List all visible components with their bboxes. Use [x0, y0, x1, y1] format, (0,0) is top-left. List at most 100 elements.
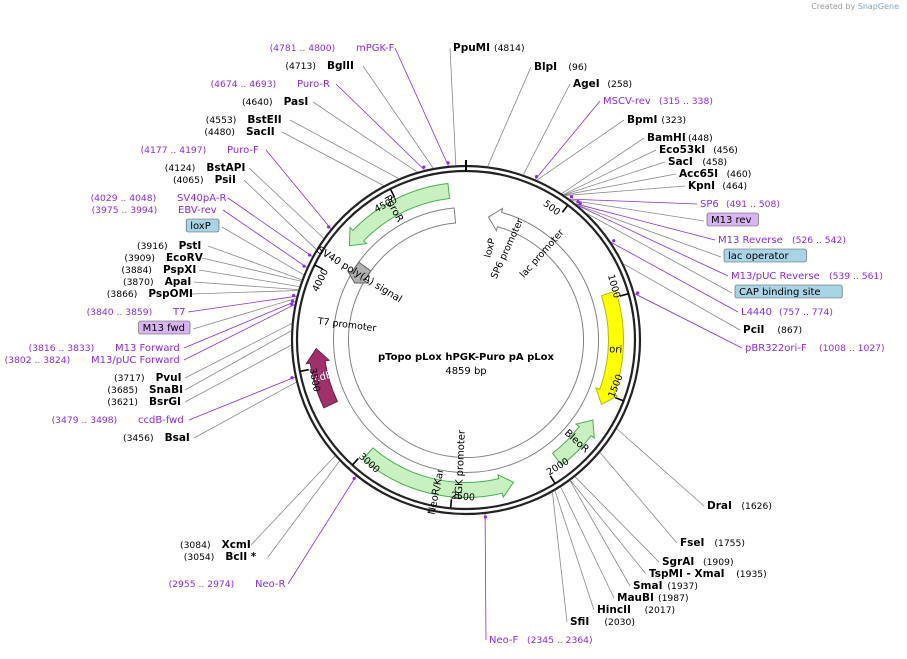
site-puro-r: Puro-R(4674 .. 4693): [211, 79, 330, 90]
site-position: (3456): [123, 433, 154, 444]
site-position: (3916): [137, 241, 168, 252]
site-name: BsrGI: [149, 396, 181, 408]
site-name: PspOMI: [148, 288, 193, 300]
site-position: (1755): [714, 538, 745, 549]
site-name: TspMI - XmaI: [649, 568, 725, 580]
primer-mark: [307, 253, 312, 257]
site-position: (1937): [667, 581, 698, 592]
site-position: (491 .. 508): [726, 199, 780, 210]
site-position: (867): [777, 325, 802, 336]
site-sgrai: SgrAI(1909): [662, 556, 734, 568]
leader-line: [575, 203, 716, 241]
primer-mark: [422, 165, 426, 169]
site-fsei: FseI(1755): [680, 537, 745, 549]
site-position: (3479 .. 3498): [52, 415, 118, 426]
site-position: (4553): [206, 115, 237, 126]
site-eco53ki: Eco53kI(456): [659, 144, 738, 156]
leader-line: [250, 455, 336, 546]
site-name: ApaI: [165, 276, 192, 288]
site-position: (2955 .. 2974): [169, 579, 235, 590]
site-position: (1008 .. 1027): [819, 343, 885, 354]
site-sp6: SP6(491 .. 508): [700, 199, 780, 210]
backbone-ring: [290, 160, 642, 516]
feature-bleor: [551, 419, 595, 466]
site-saci: SacI(458): [668, 156, 727, 168]
primer-mark: [569, 195, 574, 199]
site-position: (757 .. 774): [779, 307, 833, 318]
plasmid-length: 4859 bp: [445, 366, 486, 377]
site-pcii: PciI (867): [743, 324, 802, 336]
site-name: KpnI: [688, 180, 715, 192]
site-hincii: HincII(2017): [597, 604, 675, 616]
site-name: PsiI: [215, 174, 236, 186]
site-name: BpmI: [627, 114, 657, 126]
site-name: M13 fwd: [143, 323, 185, 334]
site-name: BclI *: [225, 551, 256, 563]
site-position: (4713): [285, 61, 316, 72]
ruler-tick: [614, 396, 624, 402]
leader-line: [184, 330, 292, 391]
primer-mark: [636, 291, 640, 295]
ruler-label: 3500: [307, 367, 322, 393]
leader-line: [552, 492, 568, 623]
site-position: (2345 .. 2364): [527, 635, 593, 646]
site-ppumi: PpuMI(4814): [453, 42, 525, 54]
site-neo-f: Neo-F(2345 .. 2364): [489, 635, 593, 646]
leader-line: [183, 304, 295, 361]
site-tspmi-xmai: TspMI - XmaI(1935): [649, 568, 767, 580]
feature-sv40-poly-a-signal: [346, 261, 372, 284]
leader-line: [623, 263, 741, 331]
site-name: T7: [172, 307, 185, 318]
site-pvui: PvuI(3717): [114, 372, 182, 384]
site-bcli: BclI *(3054): [184, 551, 257, 563]
ruler-tick: [561, 204, 569, 213]
site-name: M13 rev: [711, 215, 752, 226]
site-m13-puc-forward: M13/pUC Forward(3802 .. 3824): [5, 355, 180, 366]
site-name: Acc65I: [679, 168, 718, 180]
site-bsteii: BstEII(4553): [206, 114, 282, 126]
site-position: (458): [702, 157, 727, 168]
site-position: (4480): [204, 127, 235, 138]
site-position: (448): [688, 133, 713, 144]
site-name: Puro-F: [227, 145, 259, 156]
site-blpi: BlpI(96): [534, 61, 587, 73]
leader-line: [362, 65, 434, 169]
site-mscv-rev: MSCV-rev(315 .. 338): [603, 96, 713, 107]
site-acc65i: Acc65I(460): [679, 168, 751, 180]
site-bamhi: BamHI(448): [647, 132, 713, 144]
site-position: (3717): [114, 373, 145, 384]
leader-line: [554, 490, 595, 611]
feature-neor-kanr: [362, 447, 515, 499]
ruler-tick: [619, 292, 629, 297]
site-position: (1909): [703, 557, 734, 568]
site-cap-binding-site: CAP binding site: [734, 284, 843, 299]
site-position: (3884): [121, 265, 152, 276]
leader-line: [267, 460, 340, 558]
site-name: BamHI: [647, 132, 686, 144]
leader-line: [536, 119, 625, 181]
site-name: PciI: [743, 324, 764, 336]
site-name: M13/pUC Forward: [91, 355, 180, 366]
site-name: BglII: [327, 60, 354, 72]
site-position: (4029 .. 4048): [91, 193, 157, 204]
leader-line: [193, 281, 299, 291]
leader-line: [222, 209, 307, 268]
site-maubi: MauBI(1987): [617, 592, 689, 604]
site-m13-fwd: M13 fwd: [138, 320, 191, 335]
site-box: [734, 284, 843, 299]
feature-label-pgk-promoter: PGK promoter: [454, 429, 468, 500]
leader-line: [190, 290, 299, 295]
site-agei: AgeI(258): [573, 78, 632, 90]
site-position: (526 .. 542): [792, 235, 846, 246]
feature-puror: [348, 182, 451, 247]
site-m13-rev: M13 rev: [706, 212, 759, 227]
leader-line: [563, 161, 666, 196]
site-position: (3621): [107, 397, 138, 408]
leader-line: [248, 167, 324, 239]
site-position: (539 .. 561): [829, 271, 883, 282]
leader-line: [221, 226, 304, 276]
site-box: [706, 212, 759, 227]
site-position: (4177 .. 4197): [141, 145, 207, 156]
leader-line: [243, 179, 317, 250]
